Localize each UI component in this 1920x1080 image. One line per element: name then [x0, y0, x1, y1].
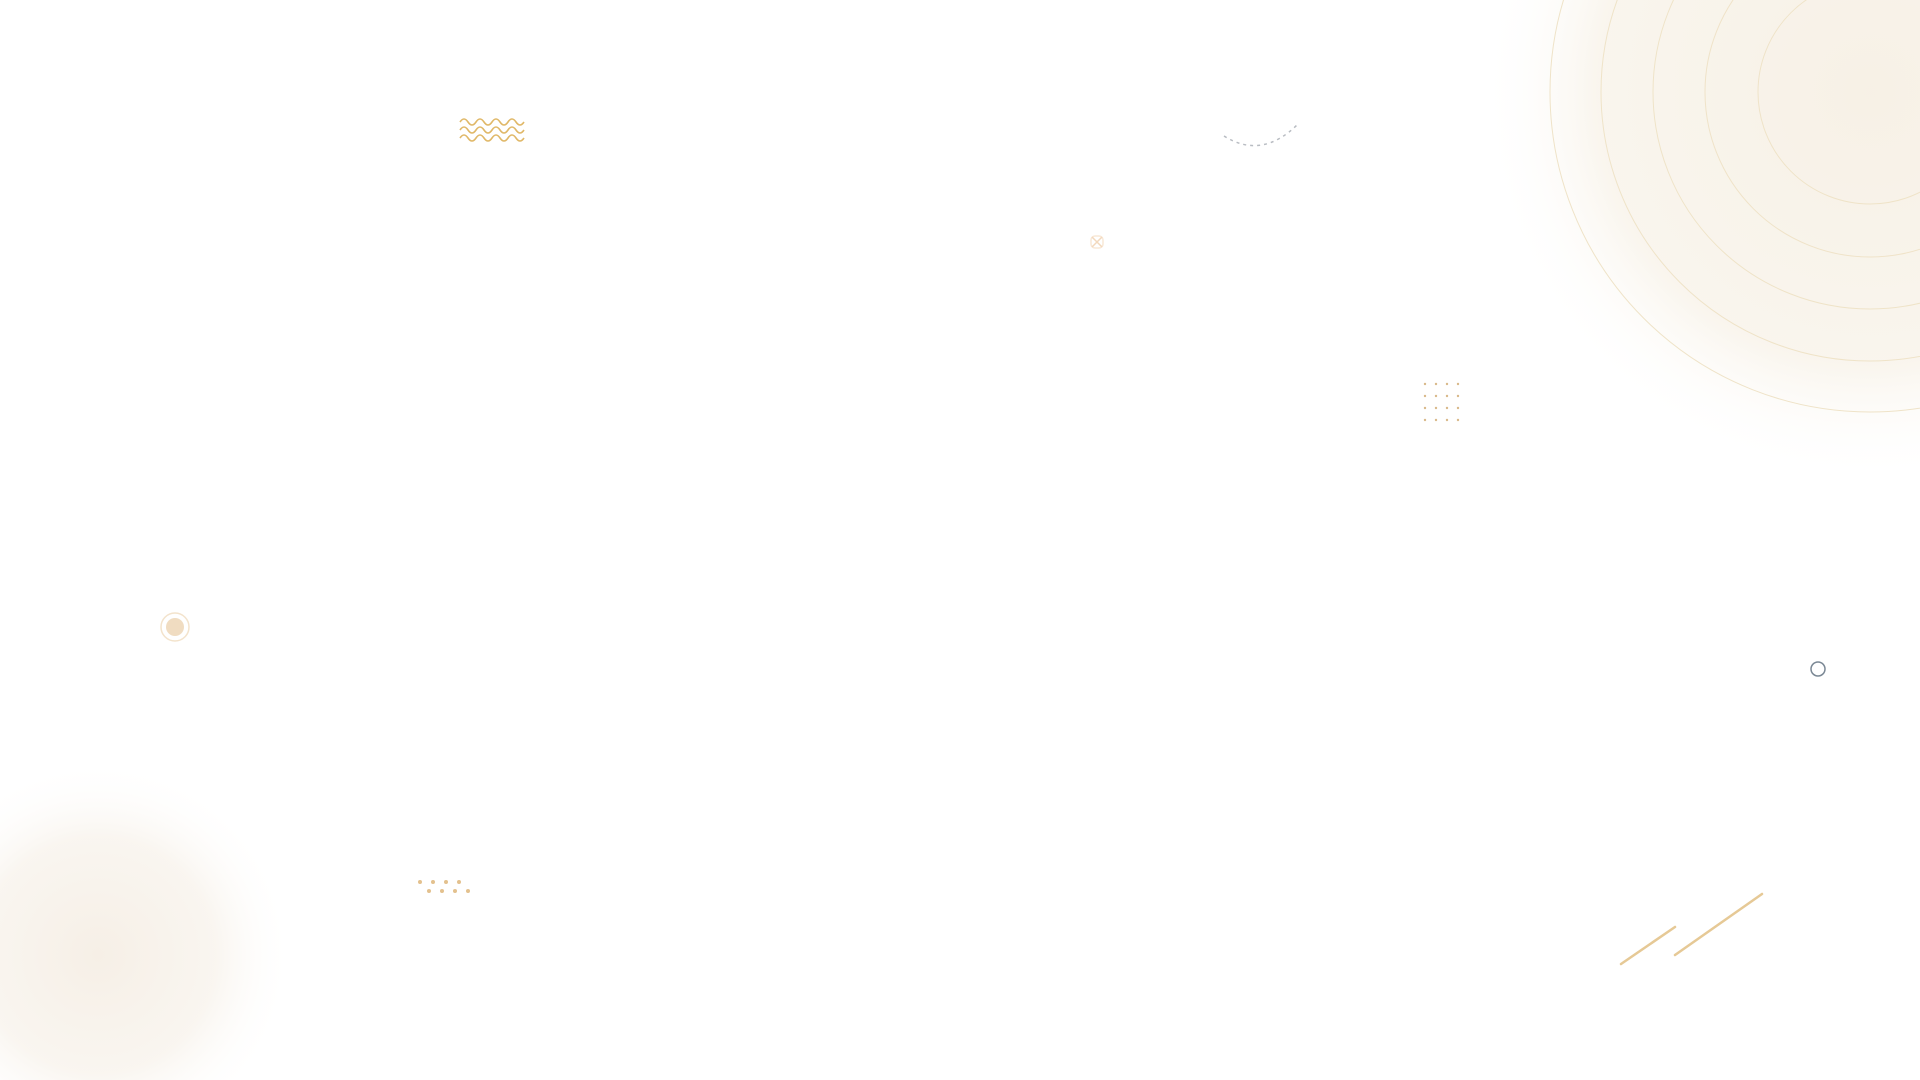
- dot-grid-icon: [1423, 382, 1460, 422]
- top-right-concentric-circles: [1480, 0, 1920, 482]
- dashed-arc-icon: [1223, 123, 1299, 147]
- diagonal-lines-icon: [1619, 892, 1764, 966]
- dot-row-icon: [418, 880, 470, 893]
- small-circle-icon: [1810, 661, 1826, 677]
- wave-lines-icon: [459, 118, 525, 142]
- ring-dot-icon: [160, 612, 190, 642]
- cross-icon: [1090, 235, 1104, 249]
- bottom-left-glow: [0, 760, 293, 1080]
